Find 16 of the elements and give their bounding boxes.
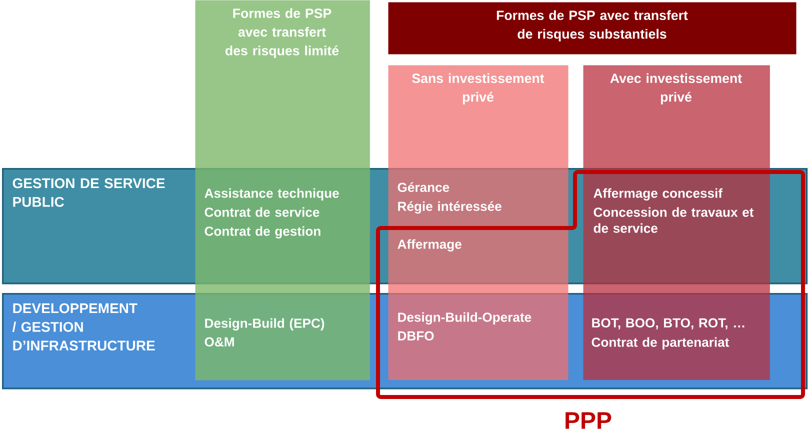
- cell-text: Concession de travaux et de service: [594, 207, 754, 233]
- node-label: PPP: [566, 412, 612, 429]
- cell-text: Contrat de service: [204, 207, 320, 217]
- cell-text: Design-Build-Operate: [398, 312, 532, 324]
- cell-text: Design-Build (EPC): [205, 318, 324, 330]
- cell-text: BOT, BOO, BTO, ROT, …: [592, 318, 744, 330]
- cell-text: Affermage: [398, 239, 462, 252]
- cell-text: Affermage concessif: [594, 188, 723, 200]
- cell-text: Contrat de gestion: [204, 226, 320, 238]
- cell-text: Assistance technique: [204, 188, 339, 200]
- cell-text: O&M: [204, 337, 234, 347]
- cell-text: Régie intéressée: [398, 201, 502, 214]
- header-box: Formes de PSP avec transfert de risques substantiels: [388, 2, 796, 54]
- cell-text: Contrat de partenariat: [592, 337, 730, 350]
- cell-text: DBFO: [398, 331, 434, 341]
- cell-text: Gérance: [398, 182, 450, 192]
